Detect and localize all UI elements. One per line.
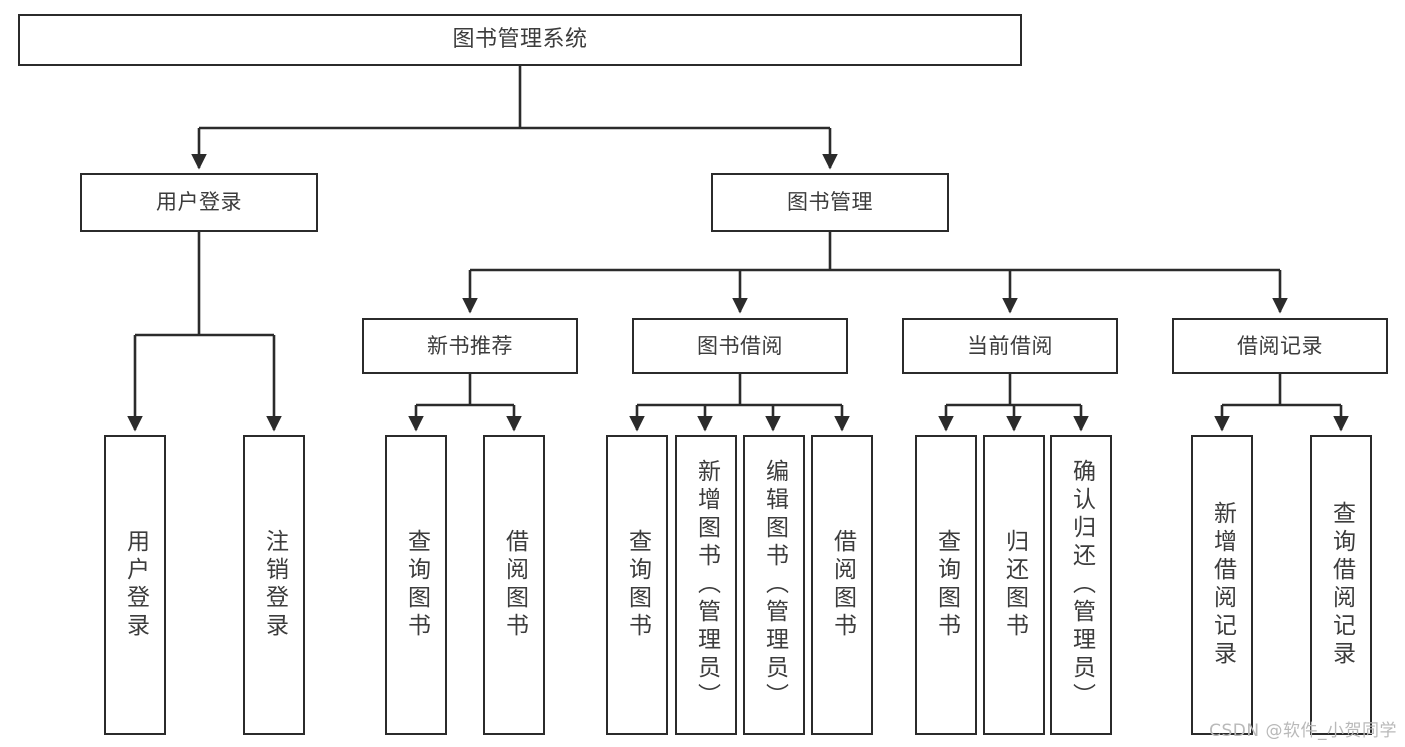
leaf-current-borrow-confirm-return-label: 确认归还（管理员）: [1068, 459, 1095, 711]
node-borrow-record[interactable]: 借阅记录: [1172, 318, 1388, 374]
leaf-current-borrow-return[interactable]: 归还图书: [983, 435, 1045, 735]
leaf-new-book-query[interactable]: 查询图书: [385, 435, 447, 735]
leaf-book-borrow-query[interactable]: 查询图书: [606, 435, 668, 735]
leaf-current-borrow-return-label: 归还图书: [1001, 529, 1028, 641]
leaf-user-login-signout[interactable]: 注销登录: [243, 435, 305, 735]
leaf-new-book-borrow-label: 借阅图书: [501, 529, 528, 641]
node-user-login[interactable]: 用户登录: [80, 173, 318, 232]
node-book-borrow[interactable]: 图书借阅: [632, 318, 848, 374]
node-new-book-recommend[interactable]: 新书推荐: [362, 318, 578, 374]
leaf-book-borrow-query-label: 查询图书: [624, 529, 651, 641]
leaf-book-borrow-edit[interactable]: 编辑图书（管理员）: [743, 435, 805, 735]
csdn-watermark: CSDN @软件_小贺同学: [1209, 721, 1397, 741]
node-user-login-label: 用户登录: [156, 190, 242, 215]
leaf-book-borrow-add-label: 新增图书（管理员）: [693, 459, 720, 711]
leaf-borrow-record-add-label: 新增借阅记录: [1209, 501, 1236, 669]
node-root-label: 图书管理系统: [452, 27, 588, 53]
leaf-new-book-query-label: 查询图书: [403, 529, 430, 641]
node-current-borrow-label: 当前借阅: [967, 333, 1053, 358]
node-book-management[interactable]: 图书管理: [711, 173, 949, 232]
leaf-user-login-signout-label: 注销登录: [261, 529, 288, 641]
leaf-current-borrow-query[interactable]: 查询图书: [915, 435, 977, 735]
leaf-borrow-record-query-label: 查询借阅记录: [1328, 501, 1355, 669]
leaf-borrow-record-query[interactable]: 查询借阅记录: [1310, 435, 1372, 735]
leaf-book-borrow-add[interactable]: 新增图书（管理员）: [675, 435, 737, 735]
node-book-borrow-label: 图书借阅: [697, 333, 783, 358]
node-current-borrow[interactable]: 当前借阅: [902, 318, 1118, 374]
leaf-user-login-signin[interactable]: 用户登录: [104, 435, 166, 735]
node-book-management-label: 图书管理: [787, 190, 873, 215]
leaf-current-borrow-query-label: 查询图书: [933, 529, 960, 641]
leaf-user-login-signin-label: 用户登录: [122, 529, 149, 641]
node-root-book-management-system[interactable]: 图书管理系统: [18, 14, 1022, 66]
leaf-book-borrow-lend[interactable]: 借阅图书: [811, 435, 873, 735]
leaf-current-borrow-confirm-return[interactable]: 确认归还（管理员）: [1050, 435, 1112, 735]
node-new-book-recommend-label: 新书推荐: [427, 333, 513, 358]
leaf-new-book-borrow[interactable]: 借阅图书: [483, 435, 545, 735]
leaf-book-borrow-lend-label: 借阅图书: [829, 529, 856, 641]
leaf-book-borrow-edit-label: 编辑图书（管理员）: [761, 459, 788, 711]
node-borrow-record-label: 借阅记录: [1237, 333, 1323, 358]
leaf-borrow-record-add[interactable]: 新增借阅记录: [1191, 435, 1253, 735]
